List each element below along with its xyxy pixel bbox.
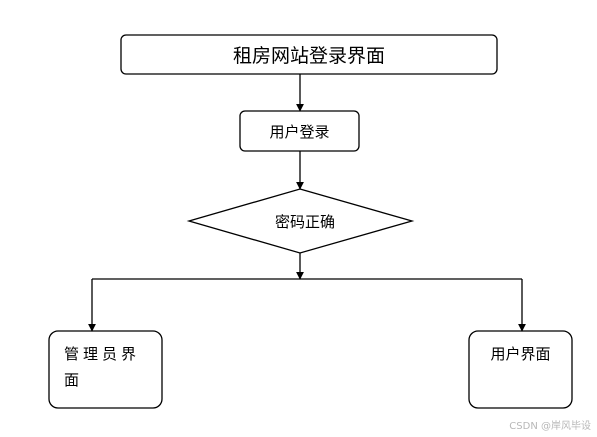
decision-node-label: 密码正确 [274,212,335,231]
watermark: CSDN @岸风毕设 [509,421,591,432]
title-node-label: 租房网站登录界面 [232,45,385,67]
title-node [120,34,498,75]
admin-node [48,330,163,409]
user-node-label: 用户界面 [490,344,551,363]
admin-node-label: 管理员界面 [64,345,141,389]
login-node-label: 用户登录 [269,122,330,141]
